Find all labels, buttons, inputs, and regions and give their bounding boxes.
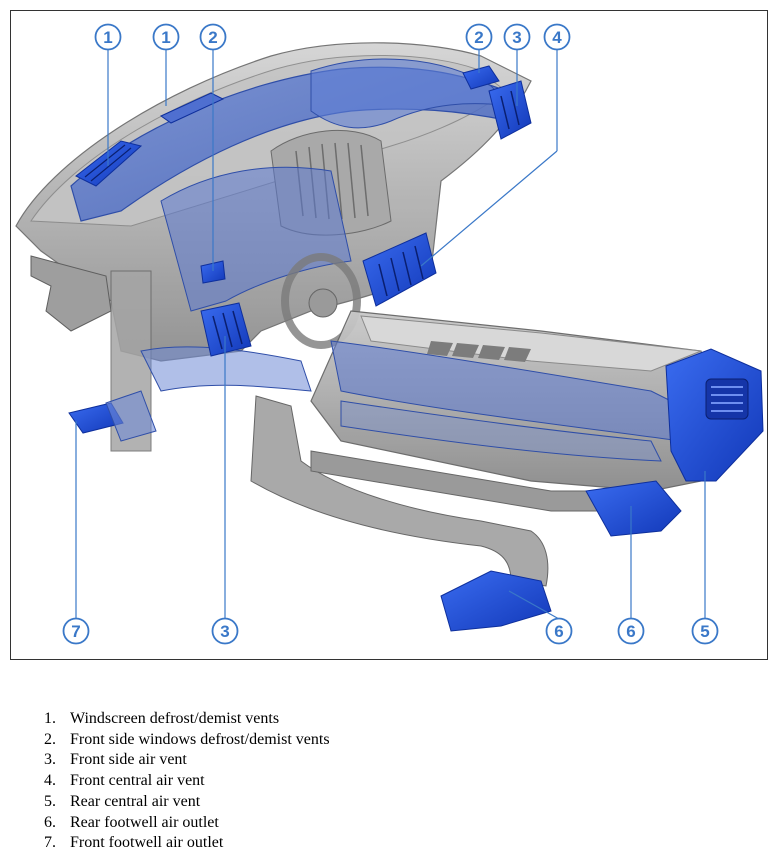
callout-label: 6 <box>626 622 635 641</box>
callout-7-front-footwell: 7 <box>62 617 90 645</box>
legend-item: 7. Front footwell air outlet <box>44 833 330 854</box>
front-central-air-vent <box>362 232 437 307</box>
right-upper-duct <box>310 58 513 129</box>
windscreen-defrost-vent-centre <box>159 92 225 124</box>
legend-number: 2. <box>44 730 56 748</box>
callout-3-side-vent-right: 3 <box>503 23 531 51</box>
front-footwell-duct <box>105 390 157 442</box>
floor-duct <box>250 395 549 587</box>
legend-item: 2. Front side windows defrost/demist vent… <box>44 730 330 751</box>
rear-footwell-outlet-left <box>440 570 552 632</box>
lower-left-duct <box>140 346 312 392</box>
legend-item: 5. Rear central air vent <box>44 792 330 813</box>
side-window-defrost-vent-left <box>200 260 226 284</box>
callout-1-windscreen-centre: 1 <box>152 23 180 51</box>
legend-list: 1. Windscreen defrost/demist vents 2. Fron… <box>44 709 330 854</box>
steering-wheel <box>281 253 361 349</box>
callout-4-central-vent: 4 <box>543 23 571 51</box>
callout-1-windscreen-left: 1 <box>94 23 122 51</box>
callout-label: 1 <box>161 28 170 47</box>
legend-text: Rear central air vent <box>70 792 201 810</box>
callout-2-side-window-left: 2 <box>199 23 227 51</box>
callout-5-rear-central-vent: 5 <box>691 617 719 645</box>
callout-label: 4 <box>552 28 562 47</box>
callout-label: 6 <box>554 622 563 641</box>
callout-6-rear-footwell-left: 6 <box>545 617 573 645</box>
legend-text: Windscreen defrost/demist vents <box>70 710 280 727</box>
callout-label: 3 <box>220 622 229 641</box>
callout-label: 1 <box>103 28 112 47</box>
console-lower-duct <box>340 400 662 462</box>
legend-text: Front side air vent <box>70 751 187 769</box>
legend-number: 6. <box>44 813 56 831</box>
callout-label: 2 <box>474 28 483 47</box>
callout-label: 7 <box>71 622 80 641</box>
legend-item: 1. Windscreen defrost/demist vents <box>44 709 330 730</box>
callout-2-side-window-right: 2 <box>465 23 493 51</box>
leader-lines <box>75 49 706 620</box>
legend-text: Front side windows defrost/demist vents <box>70 730 330 748</box>
console-top <box>360 315 702 372</box>
legend-number: 7. <box>44 834 56 852</box>
front-side-air-vent-left <box>200 302 252 357</box>
legend-text: Front footwell air outlet <box>70 834 224 852</box>
rear-footwell-outlet-right <box>585 480 682 537</box>
dashboard-ducting-illustration: 1 1 2 2 3 4 7 3 <box>15 23 764 645</box>
legend-number: 3. <box>44 751 56 769</box>
legend-text: Front central air vent <box>70 772 205 790</box>
callout-label: 3 <box>512 28 521 47</box>
legend-item: 4. Front central air vent <box>44 771 330 792</box>
legend-text: Rear footwell air outlet <box>70 813 219 831</box>
diagram-frame: 1 1 2 2 3 4 7 3 <box>10 10 768 660</box>
legend-number: 1. <box>44 710 56 727</box>
callout-3-side-vent-left: 3 <box>211 617 239 645</box>
legend-item: 3. Front side air vent <box>44 750 330 771</box>
front-side-air-vent-right <box>488 80 532 140</box>
left-bracket <box>30 255 112 332</box>
cup-holders <box>427 341 531 362</box>
callout-6-rear-footwell-right: 6 <box>617 617 645 645</box>
legend-number: 4. <box>44 772 56 790</box>
callout-label: 5 <box>700 622 709 641</box>
callout-label: 2 <box>208 28 217 47</box>
side-window-defrost-vent-right <box>462 65 500 90</box>
legend-item: 6. Rear footwell air outlet <box>44 813 330 834</box>
legend-number: 5. <box>44 792 56 810</box>
rear-central-air-vent <box>665 348 764 482</box>
steering-hub <box>308 288 338 318</box>
